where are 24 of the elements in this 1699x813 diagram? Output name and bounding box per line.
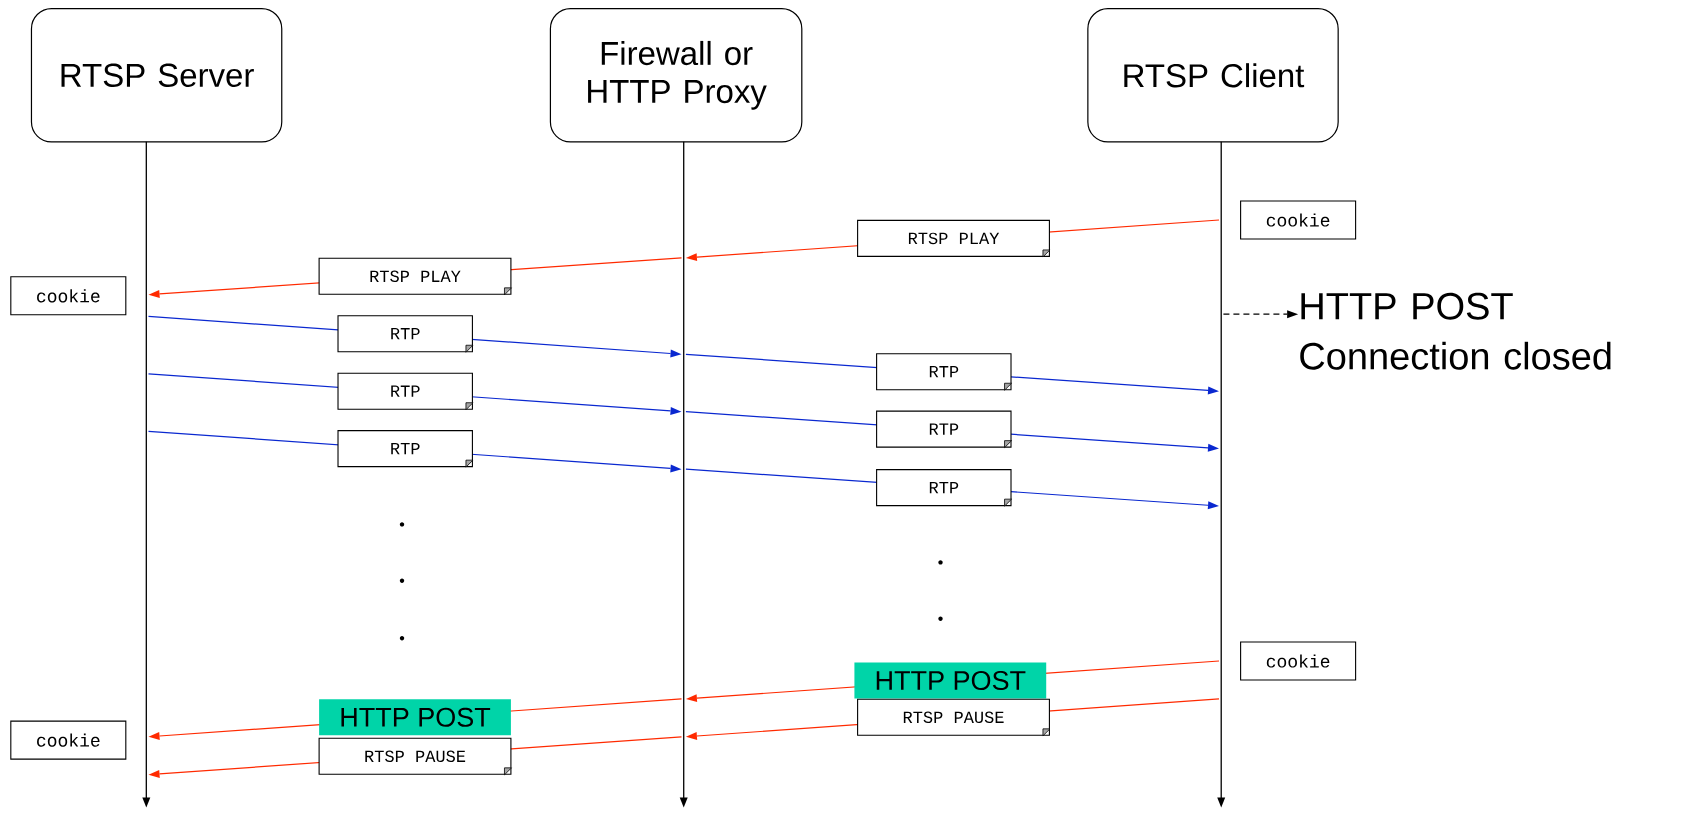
message-label: RTSP PLAY bbox=[318, 257, 512, 296]
lifeline bbox=[142, 141, 151, 808]
message-label: RTP bbox=[876, 410, 1012, 449]
cookie-label: cookie bbox=[1240, 200, 1357, 240]
lifeline-header-box: RTSP Server bbox=[30, 8, 283, 143]
message-label: RTP bbox=[337, 372, 474, 411]
lifeline bbox=[679, 141, 688, 808]
message-label: HTTP POST bbox=[319, 699, 511, 736]
message-label: RTP bbox=[337, 430, 474, 468]
message-label: HTTP POST bbox=[854, 662, 1047, 699]
message-label: RTSP PLAY bbox=[857, 219, 1051, 258]
message-label: RTP bbox=[337, 315, 474, 353]
cookie-label: cookie bbox=[10, 276, 127, 316]
dashed-arrow bbox=[1222, 310, 1299, 319]
cookie-label: cookie bbox=[10, 720, 127, 760]
message-label: RTP bbox=[876, 469, 1012, 507]
cookie-label: cookie bbox=[1240, 641, 1357, 681]
message-label: RTSP PAUSE bbox=[857, 698, 1051, 737]
lifeline-header-box: RTSP Client bbox=[1087, 8, 1339, 143]
lifeline bbox=[1217, 141, 1226, 808]
lifeline-header-box: Firewall or HTTP Proxy bbox=[549, 8, 803, 143]
message-label: RTSP PAUSE bbox=[318, 737, 512, 776]
status-text: HTTP POST Connection closed bbox=[1300, 292, 1611, 370]
message-label: RTP bbox=[876, 353, 1012, 391]
